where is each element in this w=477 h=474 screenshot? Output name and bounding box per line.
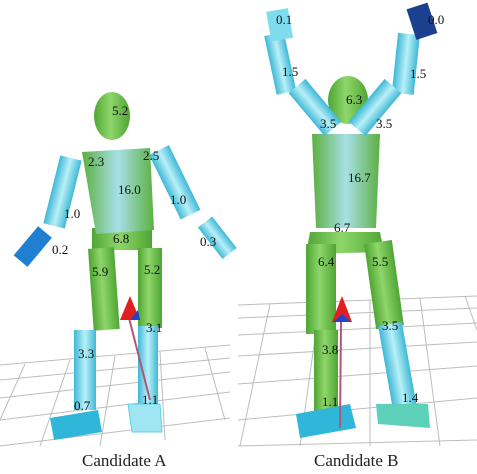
label-left-thigh-a: 5.9	[92, 264, 108, 279]
label-right-foot-b: 1.4	[402, 390, 419, 405]
label-right-shoulder-b: 3.5	[376, 116, 392, 131]
label-left-foot-b: 1.1	[322, 394, 338, 409]
right-thigh-a	[138, 248, 162, 328]
left-hand-a	[14, 226, 52, 267]
label-left-hand-a: 0.2	[52, 242, 68, 257]
label-right-hand-a: 0.3	[200, 234, 216, 249]
label-left-upper-arm-b: 1.5	[282, 64, 298, 79]
label-pelvis-b: 6.7	[334, 220, 351, 235]
left-foot-a	[50, 410, 102, 440]
label-right-shin-b: 3.5	[382, 318, 398, 333]
label-pelvis-a: 6.8	[113, 231, 129, 246]
label-left-shin-a: 3.3	[78, 346, 94, 361]
label-left-thigh-b: 6.4	[318, 254, 335, 269]
label-right-hand-b: 0.0	[428, 12, 444, 27]
caption-candidate-b: Candidate B	[314, 451, 399, 470]
label-left-upper-arm-a: 1.0	[64, 206, 80, 221]
floor-grid-a	[0, 345, 230, 446]
label-head-b: 6.3	[346, 92, 362, 107]
floor-grid-b	[238, 296, 477, 446]
label-head-a: 5.2	[112, 103, 128, 118]
panel-candidate-a: 5.2 2.3 2.5 16.0 1.0 1.0 0.2 0.3 6.8 5.9…	[0, 92, 237, 470]
panel-candidate-b: 0.1 0.0 1.5 1.5 6.3 3.5 3.5 16.7 6.7 6.4…	[238, 3, 477, 470]
label-torso-a: 16.0	[118, 182, 141, 197]
caption-candidate-a: Candidate A	[82, 451, 167, 470]
label-right-thigh-a: 5.2	[144, 262, 160, 277]
right-foot-b	[376, 404, 430, 428]
label-left-foot-a: 0.7	[74, 398, 91, 413]
label-right-upper-arm-a: 1.0	[170, 192, 186, 207]
right-foot-a	[128, 404, 162, 432]
label-right-thigh-b: 5.5	[372, 254, 388, 269]
left-thigh-a	[88, 247, 120, 331]
label-left-shoulder-b: 3.5	[320, 116, 336, 131]
label-left-shin-b: 3.8	[322, 342, 338, 357]
right-forearm-b	[392, 33, 420, 95]
label-torso-b: 16.7	[348, 170, 371, 185]
label-right-foot-a: 1.1	[142, 392, 158, 407]
label-right-shoulder-a: 2.5	[143, 148, 159, 163]
label-right-shin-a: 3.1	[146, 320, 162, 335]
label-right-upper-arm-b: 1.5	[410, 66, 426, 81]
label-left-shoulder-a: 2.3	[88, 154, 104, 169]
label-left-hand-b: 0.1	[276, 12, 292, 27]
